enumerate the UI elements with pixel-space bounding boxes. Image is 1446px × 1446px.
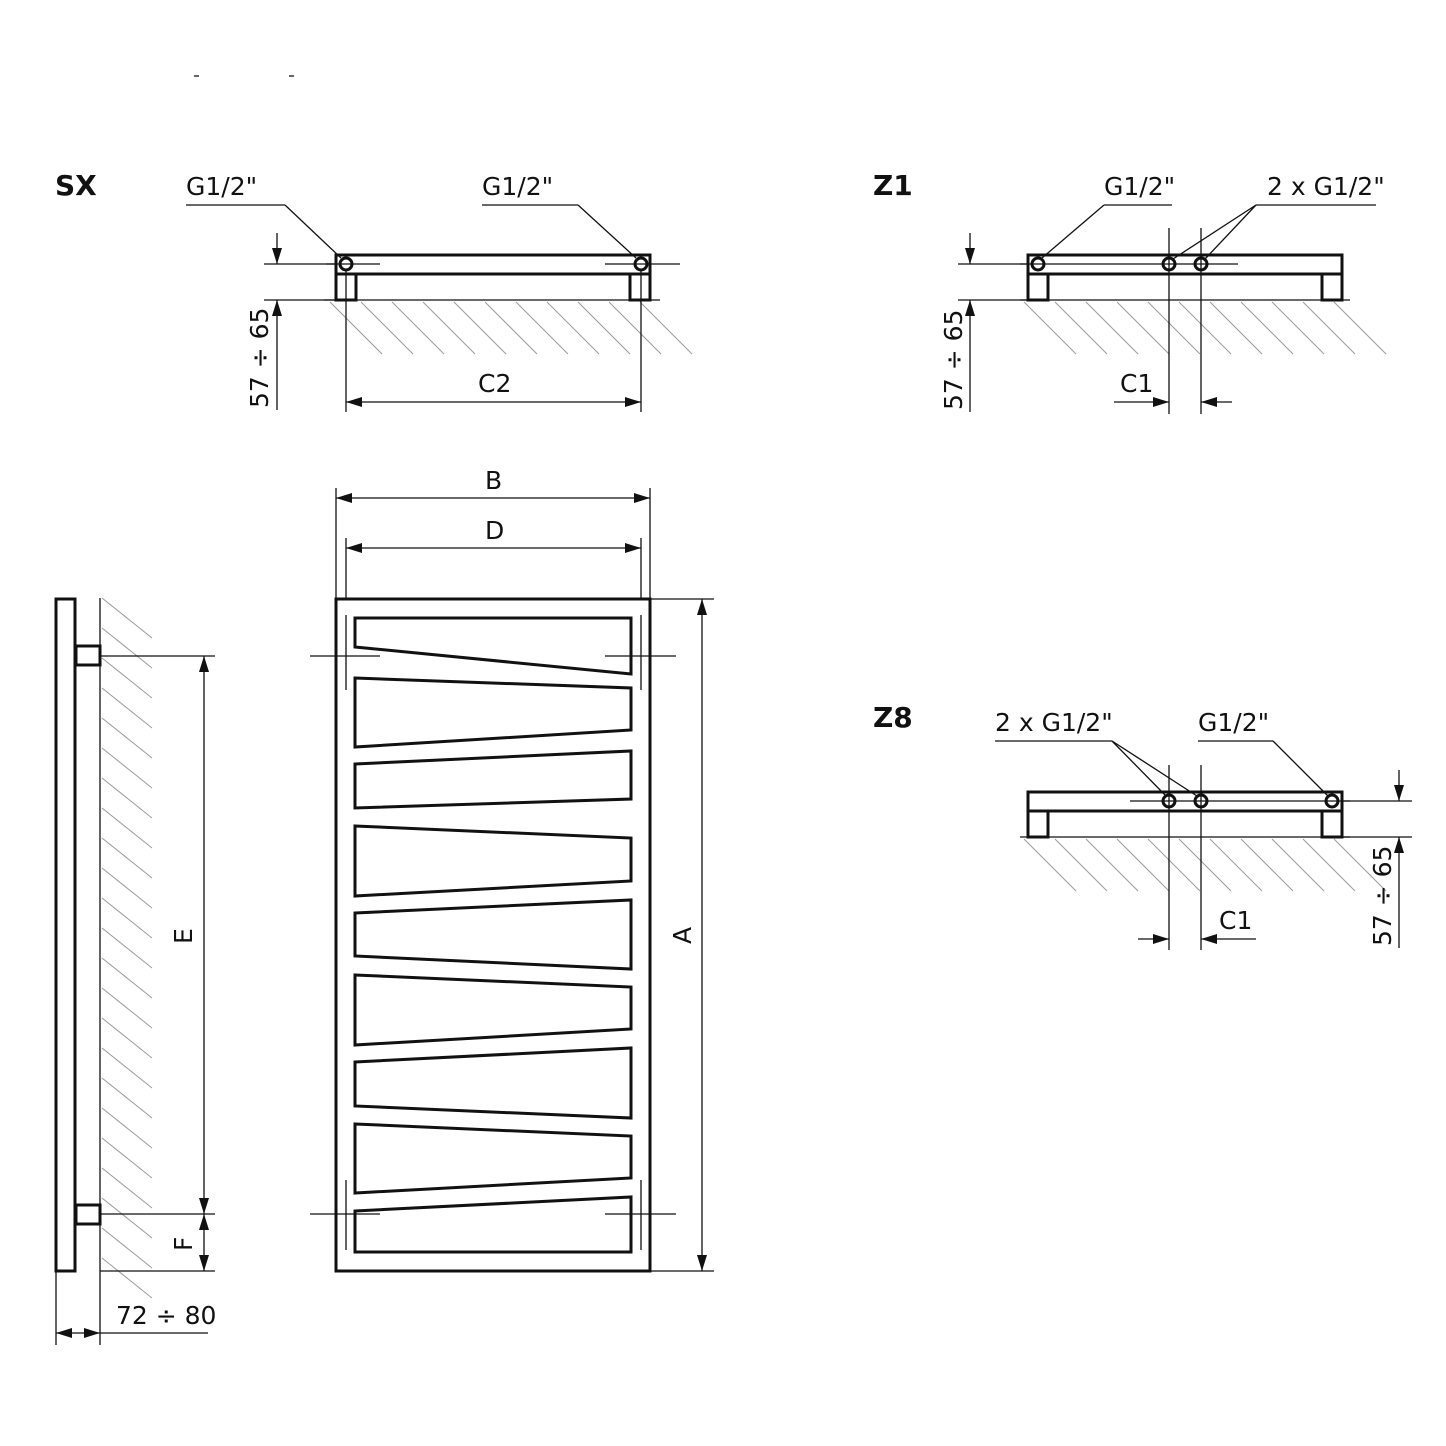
front-height-total-label: A (668, 927, 697, 944)
z8-spacing-label: C1 (1219, 906, 1252, 935)
front-tube-7 (353, 1046, 633, 1120)
z8-wall-distance-label: 57 ÷ 65 (1368, 846, 1397, 946)
z8-wall-hatch (1020, 836, 1387, 892)
sx-wall-hatch (324, 299, 693, 355)
z8-top-view: Z8 2 x G1/2" G1/2" 57 ÷ 65 (873, 701, 1412, 950)
side-wall-distance-label: 72 ÷ 80 (116, 1301, 216, 1330)
sx-left-connection-label: G1/2" (186, 172, 257, 201)
z8-left-bracket (1026, 809, 1050, 839)
front-tube-5 (353, 898, 633, 971)
z1-left-bracket (1026, 272, 1050, 302)
z1-top-view: Z1 G1/2" 2 x G1/2" 57 ÷ 65 (873, 169, 1387, 414)
z1-wall-hatch (1020, 299, 1387, 355)
z8-double-connection-label: 2 x G1/2" (995, 708, 1113, 737)
side-height-between-label: E (169, 928, 198, 944)
sx-view-title: SX (55, 169, 97, 202)
z1-view-title: Z1 (873, 169, 913, 202)
sx-top-view: SX G1/2" G1/2" 57 ÷ 65 (55, 169, 693, 412)
sx-spacing-label: C2 (478, 369, 511, 398)
z8-single-connection-label: G1/2" (1198, 708, 1269, 737)
sx-right-bracket (628, 272, 652, 302)
side-top-bracket (74, 644, 102, 667)
side-radiator-panel (54, 597, 77, 1273)
z1-single-connection-label: G1/2" (1104, 172, 1175, 201)
front-view: B D A (310, 466, 714, 1273)
z8-view-title: Z8 (873, 701, 913, 734)
front-tube-1 (353, 616, 633, 676)
front-tube-4 (353, 824, 633, 898)
side-view: E F 72 ÷ 80 (54, 597, 216, 1345)
sx-right-connection-label: G1/2" (482, 172, 553, 201)
front-width-total-label: B (485, 466, 502, 495)
z1-spacing-label: C1 (1120, 369, 1153, 398)
front-tube-9 (353, 1195, 633, 1254)
z1-right-bracket (1320, 272, 1344, 302)
side-bottom-bracket (74, 1203, 102, 1226)
front-tube-set (353, 616, 633, 1254)
front-tube-6 (353, 973, 633, 1047)
front-tube-2 (353, 676, 633, 749)
front-width-axis-label: D (485, 516, 504, 545)
sx-radiator-body (334, 253, 652, 276)
side-bottom-offset-label: F (169, 1237, 198, 1251)
z8-right-bracket (1320, 809, 1344, 839)
side-wall-hatch (99, 597, 153, 1299)
sx-wall-distance-label: 57 ÷ 65 (245, 308, 274, 408)
z1-wall-distance-label: 57 ÷ 65 (939, 310, 968, 410)
front-radiator-frame (334, 597, 652, 1273)
front-tube-3 (353, 749, 633, 810)
z1-double-connection-label: 2 x G1/2" (1267, 172, 1385, 201)
front-tube-8 (353, 1122, 633, 1195)
